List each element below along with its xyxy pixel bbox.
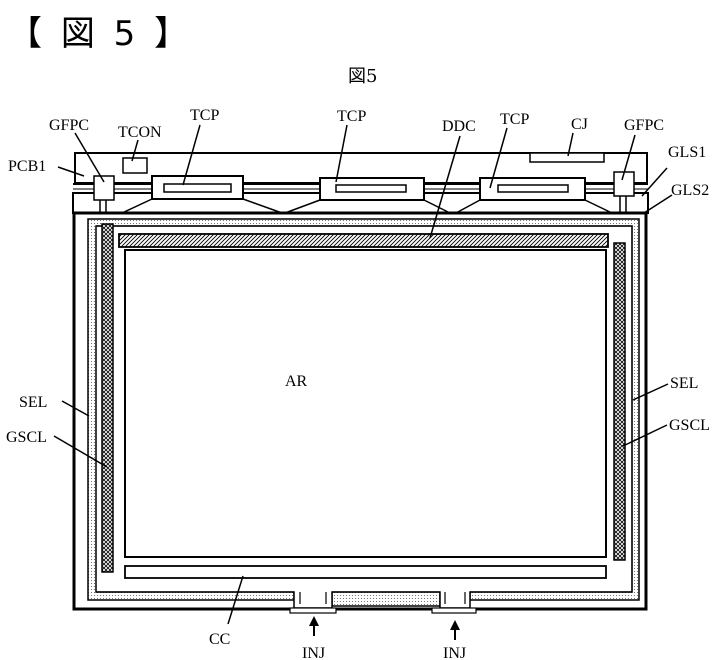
label-ar: AR [285, 373, 308, 390]
gfpc-left [94, 176, 114, 200]
label-cj: CJ [571, 116, 588, 133]
ar-display-area [125, 250, 606, 557]
label-gfpc-right: GFPC [624, 117, 664, 134]
gscl-left [102, 224, 113, 572]
label-inj-left: INJ [302, 645, 325, 660]
tcon-chip [123, 158, 147, 173]
label-tcp-middle: TCP [337, 108, 366, 125]
label-tcon: TCON [118, 124, 162, 141]
gscl-right [614, 243, 625, 560]
label-sel-right: SEL [670, 375, 698, 392]
inj-port-left [290, 592, 336, 613]
label-gls2: GLS2 [671, 182, 709, 199]
label-inj-right: INJ [443, 645, 466, 660]
cj-connector [530, 153, 604, 162]
label-gls1: GLS1 [668, 144, 706, 161]
cc-strip [125, 566, 606, 578]
label-pcb1: PCB1 [8, 158, 46, 175]
label-gscl-left: GSCL [6, 429, 47, 446]
label-cc: CC [209, 631, 230, 648]
label-ddc: DDC [442, 118, 476, 135]
inj-arrow-left [309, 616, 319, 636]
label-tcp-left: TCP [190, 107, 219, 124]
label-sel-left: SEL [19, 394, 47, 411]
label-gscl-right: GSCL [669, 417, 710, 434]
inj-arrow-right [450, 620, 460, 640]
ddc-strip [119, 234, 608, 247]
label-gfpc-left: GFPC [49, 117, 89, 134]
label-tcp-right: TCP [500, 111, 529, 128]
